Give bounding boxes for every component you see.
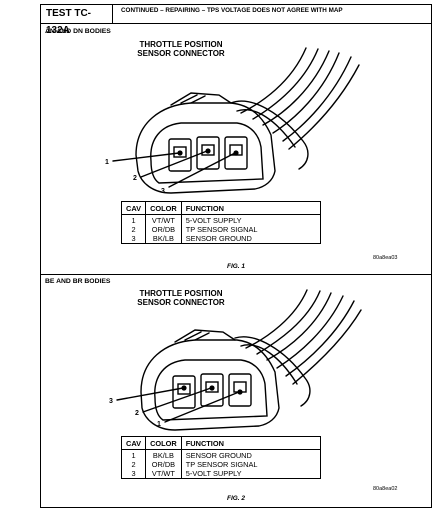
figure-caption: FIG. 1 xyxy=(226,263,246,270)
col-header: FUNCTION xyxy=(180,436,321,450)
pinout-table: CAV COLOR FUNCTION 1 BK/LB SENSOR GROUND… xyxy=(120,436,321,479)
col-header: CAV xyxy=(120,436,147,450)
figure-caption: FIG. 2 xyxy=(226,495,246,502)
section-divider xyxy=(41,274,431,275)
connector-title: THROTTLE POSITION SENSOR CONNECTOR xyxy=(137,289,225,307)
table-row: 1 VT/WT 5-VOLT SUPPLY xyxy=(120,214,321,225)
page-header: TEST TC-132A CONTINUED – REPAIRING – TPS… xyxy=(41,5,431,36)
callout-label: 1 xyxy=(157,421,161,428)
callout-label: 3 xyxy=(161,188,165,195)
table-row: 2 OR/DB TP SENSOR SIGNAL xyxy=(120,460,321,469)
wire xyxy=(240,47,307,114)
section-label: AN AND DN BODIES xyxy=(45,28,111,35)
connector-drawing: 1 2 3 xyxy=(105,47,360,195)
callout-label: 2 xyxy=(133,175,137,182)
pinout-table: CAV COLOR FUNCTION 1 VT/WT 5-VOLT SUPPLY… xyxy=(120,201,321,244)
col-header: COLOR xyxy=(145,436,182,450)
page-frame: TEST TC-132A CONTINUED – REPAIRING – TPS… xyxy=(40,4,432,508)
table-row: 3 VT/WT 5-VOLT SUPPLY xyxy=(120,469,321,479)
col-header: COLOR xyxy=(145,201,182,215)
callout-label: 2 xyxy=(135,410,139,417)
figure-code: 80a8ea03 xyxy=(373,255,398,261)
connector-title: THROTTLE POSITION SENSOR CONNECTOR xyxy=(137,40,225,58)
connector-drawing: 3 2 1 xyxy=(109,289,362,431)
table-row: 2 OR/DB TP SENSOR SIGNAL xyxy=(120,225,321,234)
figure-code: 80a8ea02 xyxy=(373,486,398,492)
callout-label: 3 xyxy=(109,398,113,405)
table-row: 1 BK/LB SENSOR GROUND xyxy=(120,449,321,460)
callout-label: 1 xyxy=(105,159,109,166)
test-id: TEST TC-132A xyxy=(41,5,113,36)
test-title: CONTINUED – REPAIRING – TPS VOLTAGE DOES… xyxy=(121,7,343,14)
col-header: CAV xyxy=(120,201,147,215)
table-row: 3 BK/LB SENSOR GROUND xyxy=(120,234,321,244)
section-label: BE AND BR BODIES xyxy=(45,278,111,285)
col-header: FUNCTION xyxy=(180,201,321,215)
